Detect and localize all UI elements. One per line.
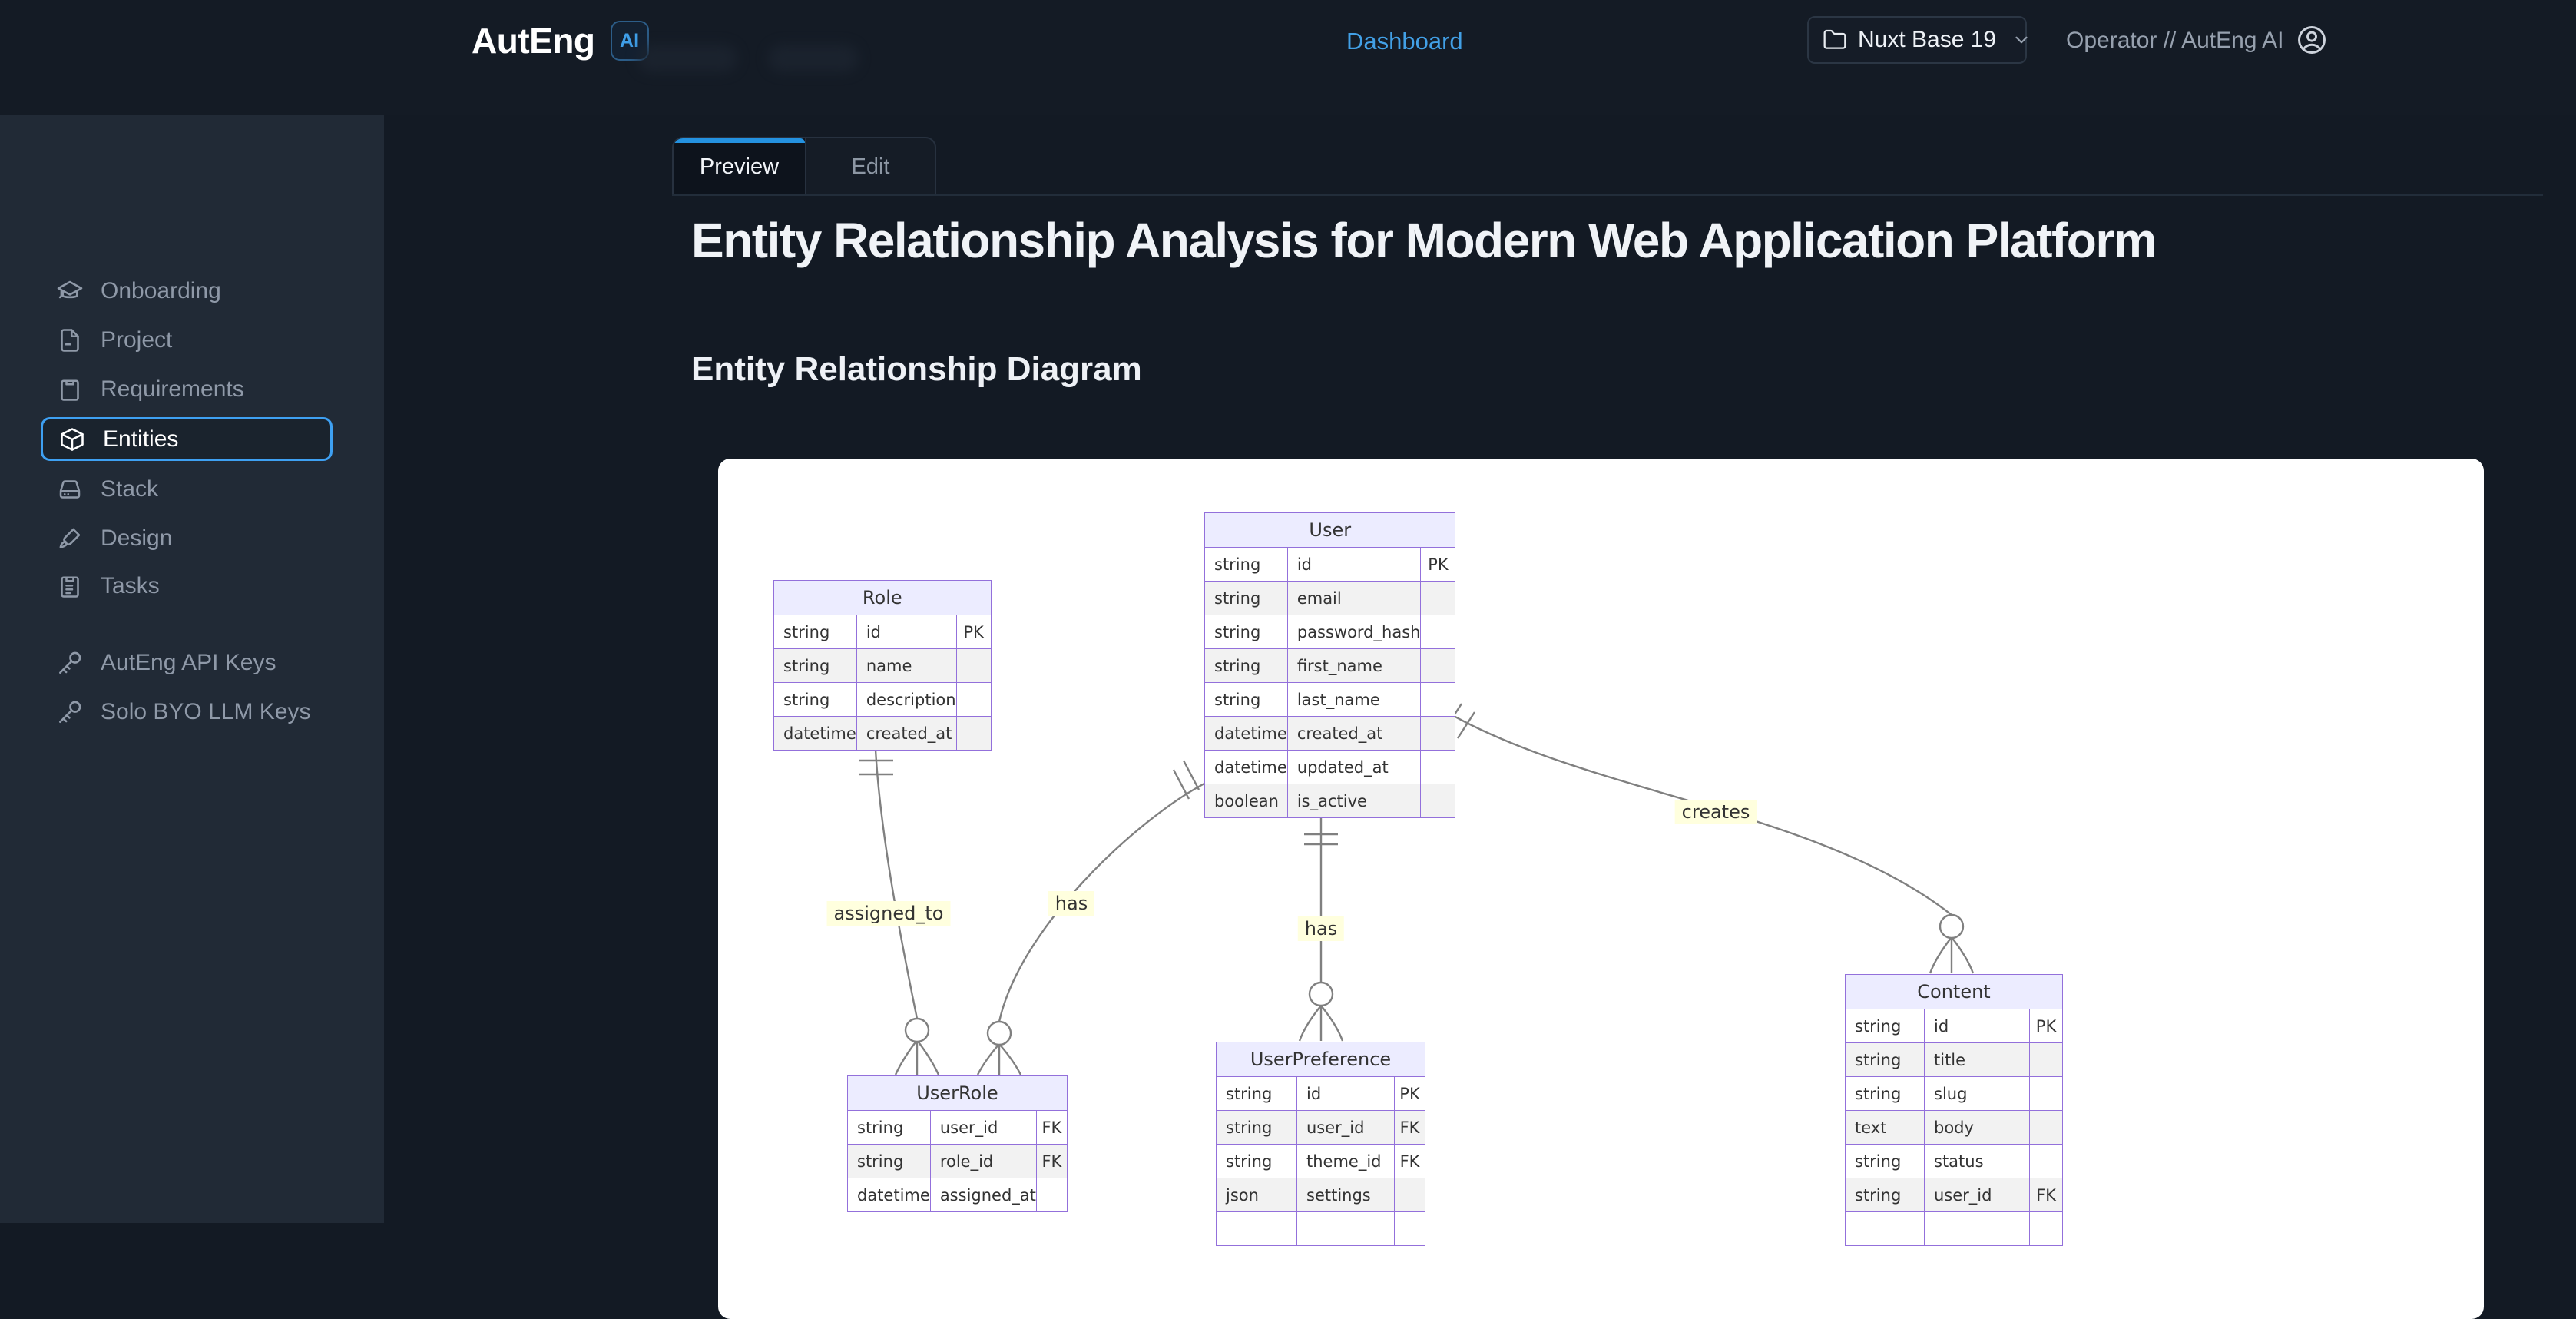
app-logo-text: AutEng bbox=[472, 21, 595, 61]
graduation-cap-icon bbox=[56, 277, 84, 305]
sidebar-item-tasks[interactable]: Tasks bbox=[0, 562, 384, 611]
sidebar: Onboarding Project Requirements Entities… bbox=[0, 115, 384, 1223]
ai-badge: AI bbox=[610, 21, 649, 61]
sidebar-item-label: Onboarding bbox=[101, 278, 221, 303]
page-title: Entity Relationship Analysis for Modern … bbox=[691, 213, 2157, 268]
tab-strip: Preview Edit bbox=[672, 137, 936, 196]
project-selector-button[interactable]: Nuxt Base 19 bbox=[1807, 16, 2028, 64]
clipboard-list-icon bbox=[56, 572, 84, 600]
top-bar: AutEng AI Dashboard Nuxt Base 19 Operato… bbox=[0, 0, 2576, 115]
key-icon bbox=[56, 649, 84, 677]
sidebar-item-auteng-api-keys[interactable]: AutEng API Keys bbox=[0, 638, 384, 688]
sidebar-item-design[interactable]: Design bbox=[0, 514, 384, 563]
sidebar-item-solo-byo-llm-keys[interactable]: Solo BYO LLM Keys bbox=[0, 688, 384, 737]
chevron-down-icon bbox=[2011, 30, 2031, 50]
sidebar-item-onboarding[interactable]: Onboarding bbox=[0, 267, 384, 316]
hard-drive-icon bbox=[56, 476, 84, 503]
sidebar-item-entities[interactable]: Entities bbox=[41, 417, 333, 461]
cube-icon bbox=[58, 426, 86, 453]
user-circle-icon[interactable] bbox=[2295, 23, 2329, 61]
paintbrush-icon bbox=[56, 525, 84, 552]
sidebar-item-label: Project bbox=[101, 327, 173, 353]
sidebar-item-label: Requirements bbox=[101, 376, 244, 402]
file-icon bbox=[56, 326, 84, 354]
relationship-lines bbox=[859, 703, 1975, 1075]
clipboard-icon bbox=[56, 376, 84, 403]
sidebar-item-requirements[interactable]: Requirements bbox=[0, 365, 384, 414]
redacted-text bbox=[768, 45, 859, 72]
sidebar-item-label: Stack bbox=[101, 476, 159, 502]
project-selector-label: Nuxt Base 19 bbox=[1858, 27, 1997, 52]
sidebar-item-label: Tasks bbox=[101, 573, 160, 598]
redacted-text bbox=[637, 45, 737, 72]
tab-preview[interactable]: Preview bbox=[674, 138, 806, 196]
sidebar-item-label: Solo BYO LLM Keys bbox=[101, 699, 311, 724]
tab-divider bbox=[672, 194, 2543, 196]
sidebar-item-stack[interactable]: Stack bbox=[0, 465, 384, 514]
account-label: Operator // AutEng AI bbox=[2066, 28, 2284, 53]
sidebar-item-project[interactable]: Project bbox=[0, 316, 384, 365]
sidebar-item-label: Entities bbox=[103, 426, 179, 452]
tab-edit[interactable]: Edit bbox=[851, 154, 890, 179]
sidebar-item-label: Design bbox=[101, 525, 173, 551]
relationship-label-assigned_to: assigned_to bbox=[826, 901, 951, 926]
app-logo: AutEng AI bbox=[472, 20, 649, 61]
relationship-label-creates: creates bbox=[1674, 800, 1757, 824]
key-icon bbox=[56, 698, 84, 726]
folder-icon bbox=[1823, 28, 1847, 52]
relationship-label-has: has bbox=[1048, 891, 1095, 916]
section-heading: Entity Relationship Diagram bbox=[691, 350, 1142, 388]
nav-link-dashboard[interactable]: Dashboard bbox=[1346, 28, 1463, 55]
relationship-label-has: has bbox=[1297, 916, 1345, 941]
sidebar-item-label: AutEng API Keys bbox=[101, 650, 276, 675]
